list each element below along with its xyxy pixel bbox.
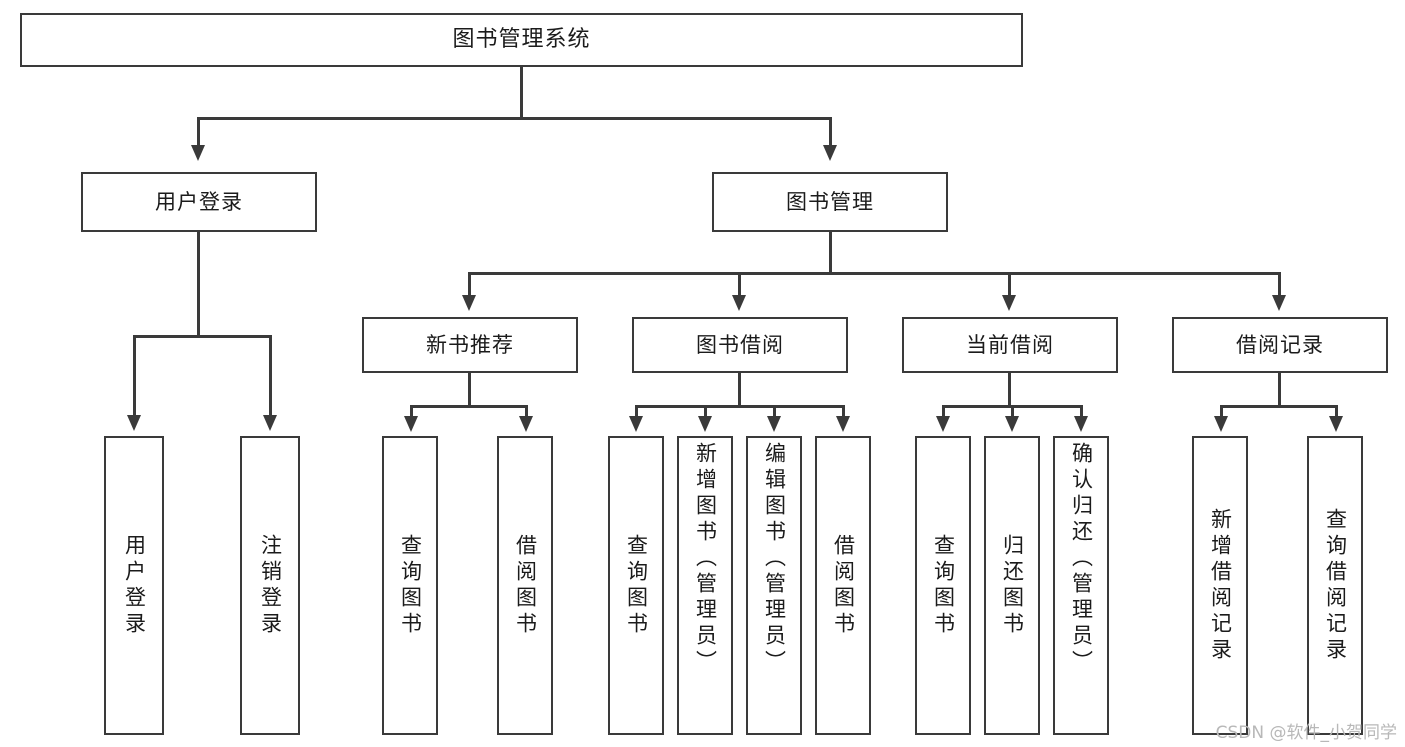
connector-user-login-stem (197, 232, 200, 337)
arrowhead-bm-to-book-borrow (732, 295, 746, 311)
arrowhead-user-login-to-leaf-2 (263, 415, 277, 431)
node-borrow-record[interactable]: 借阅记录 (1172, 317, 1388, 373)
arrowhead-root-to-user-login (191, 145, 205, 161)
leaf-label: 借阅图书 (513, 533, 538, 638)
leaf-label: 查询图书 (624, 533, 649, 638)
connector-book-management-stem (829, 232, 832, 274)
arrowhead-cb-to-leaf-2 (1005, 416, 1019, 432)
connector-root-bus (198, 117, 832, 120)
node-label: 借阅记录 (1236, 332, 1324, 357)
leaf-book-borrow-borrow-books[interactable]: 借阅图书 (815, 436, 871, 735)
arrowhead-bm-to-current-borrow (1002, 295, 1016, 311)
connector-root-stem (520, 67, 523, 119)
connector-new-book-bus (411, 405, 527, 408)
leaf-current-borrow-return-books[interactable]: 归还图书 (984, 436, 1040, 735)
connector-nb-to-leaf-1 (410, 405, 413, 418)
connector-root-to-book-management (829, 117, 832, 147)
connector-bm-to-new-book (468, 272, 471, 297)
connector-cb-to-leaf-3 (1080, 405, 1083, 418)
leaf-book-borrow-edit-book-admin[interactable]: 编辑图书（管理员） (746, 436, 802, 735)
arrowhead-bb-to-leaf-3 (767, 416, 781, 432)
leaf-label: 编辑图书（管理员） (762, 442, 787, 676)
node-root-book-management-system[interactable]: 图书管理系统 (20, 13, 1023, 67)
leaf-label: 用户登录 (122, 533, 147, 638)
arrowhead-cb-to-leaf-1 (936, 416, 950, 432)
arrowhead-bb-to-leaf-2 (698, 416, 712, 432)
connector-nb-to-leaf-2 (525, 405, 528, 418)
connector-br-to-leaf-1 (1220, 405, 1223, 418)
leaf-new-book-borrow-books[interactable]: 借阅图书 (497, 436, 553, 735)
connector-root-to-user-login (197, 117, 200, 147)
leaf-current-borrow-confirm-return-admin[interactable]: 确认归还（管理员） (1053, 436, 1109, 735)
connector-book-management-bus (469, 272, 1281, 275)
leaf-label: 新增借阅记录 (1208, 507, 1233, 664)
arrowhead-bm-to-new-book (462, 295, 476, 311)
leaf-borrow-record-query-record[interactable]: 查询借阅记录 (1307, 436, 1363, 735)
connector-bm-to-current-borrow (1008, 272, 1011, 297)
csdn-watermark: CSDN @软件_小贺同学 (1215, 723, 1397, 743)
connector-user-login-to-leaf-1 (133, 335, 136, 417)
leaf-label: 查询图书 (931, 533, 956, 638)
arrowhead-cb-to-leaf-3 (1074, 416, 1088, 432)
arrowhead-bb-to-leaf-4 (836, 416, 850, 432)
leaf-user-login-login[interactable]: 用户登录 (104, 436, 164, 735)
arrowhead-nb-to-leaf-1 (404, 416, 418, 432)
arrowhead-root-to-book-management (823, 145, 837, 161)
arrowhead-nb-to-leaf-2 (519, 416, 533, 432)
connector-new-book-stem (468, 373, 471, 407)
leaf-book-borrow-add-book-admin[interactable]: 新增图书（管理员） (677, 436, 733, 735)
connector-borrow-record-bus (1221, 405, 1337, 408)
leaf-label: 新增图书（管理员） (693, 442, 718, 676)
leaf-label: 归还图书 (1000, 533, 1025, 638)
leaf-borrow-record-add-record[interactable]: 新增借阅记录 (1192, 436, 1248, 735)
node-current-borrow[interactable]: 当前借阅 (902, 317, 1118, 373)
connector-bb-to-leaf-4 (842, 405, 845, 418)
node-label: 图书管理 (786, 189, 874, 214)
arrowhead-br-to-leaf-2 (1329, 416, 1343, 432)
arrowhead-bb-to-leaf-1 (629, 416, 643, 432)
connector-book-borrow-stem (738, 373, 741, 407)
connector-bb-to-leaf-2 (704, 405, 707, 418)
node-label: 图书管理系统 (452, 27, 591, 53)
node-label: 当前借阅 (966, 332, 1054, 357)
leaf-new-book-query-books[interactable]: 查询图书 (382, 436, 438, 735)
node-label: 用户登录 (155, 189, 243, 214)
connector-cb-to-leaf-1 (942, 405, 945, 418)
connector-user-login-to-leaf-2 (269, 335, 272, 417)
node-new-book-recommend[interactable]: 新书推荐 (362, 317, 578, 373)
leaf-user-login-logout[interactable]: 注销登录 (240, 436, 300, 735)
connector-user-login-bus (134, 335, 270, 338)
connector-borrow-record-stem (1278, 373, 1281, 407)
leaf-label: 确认归还（管理员） (1069, 442, 1094, 676)
leaf-label: 查询图书 (398, 533, 423, 638)
connector-book-borrow-bus (636, 405, 844, 408)
node-book-borrow[interactable]: 图书借阅 (632, 317, 848, 373)
arrowhead-bm-to-borrow-record (1272, 295, 1286, 311)
arrowhead-user-login-to-leaf-1 (127, 415, 141, 431)
leaf-label: 查询借阅记录 (1323, 507, 1348, 664)
node-label: 图书借阅 (696, 332, 784, 357)
arrowhead-br-to-leaf-1 (1214, 416, 1228, 432)
connector-bm-to-borrow-record (1278, 272, 1281, 297)
node-book-management[interactable]: 图书管理 (712, 172, 948, 232)
node-user-login[interactable]: 用户登录 (81, 172, 317, 232)
leaf-book-borrow-query-books[interactable]: 查询图书 (608, 436, 664, 735)
connector-cb-to-leaf-2 (1011, 405, 1014, 418)
connector-bb-to-leaf-1 (635, 405, 638, 418)
connector-current-borrow-stem (1008, 373, 1011, 407)
node-label: 新书推荐 (426, 332, 514, 357)
connector-bb-to-leaf-3 (773, 405, 776, 418)
leaf-label: 借阅图书 (831, 533, 856, 638)
leaf-current-borrow-query-books[interactable]: 查询图书 (915, 436, 971, 735)
connector-br-to-leaf-2 (1335, 405, 1338, 418)
connector-bm-to-book-borrow (738, 272, 741, 297)
leaf-label: 注销登录 (258, 533, 283, 638)
